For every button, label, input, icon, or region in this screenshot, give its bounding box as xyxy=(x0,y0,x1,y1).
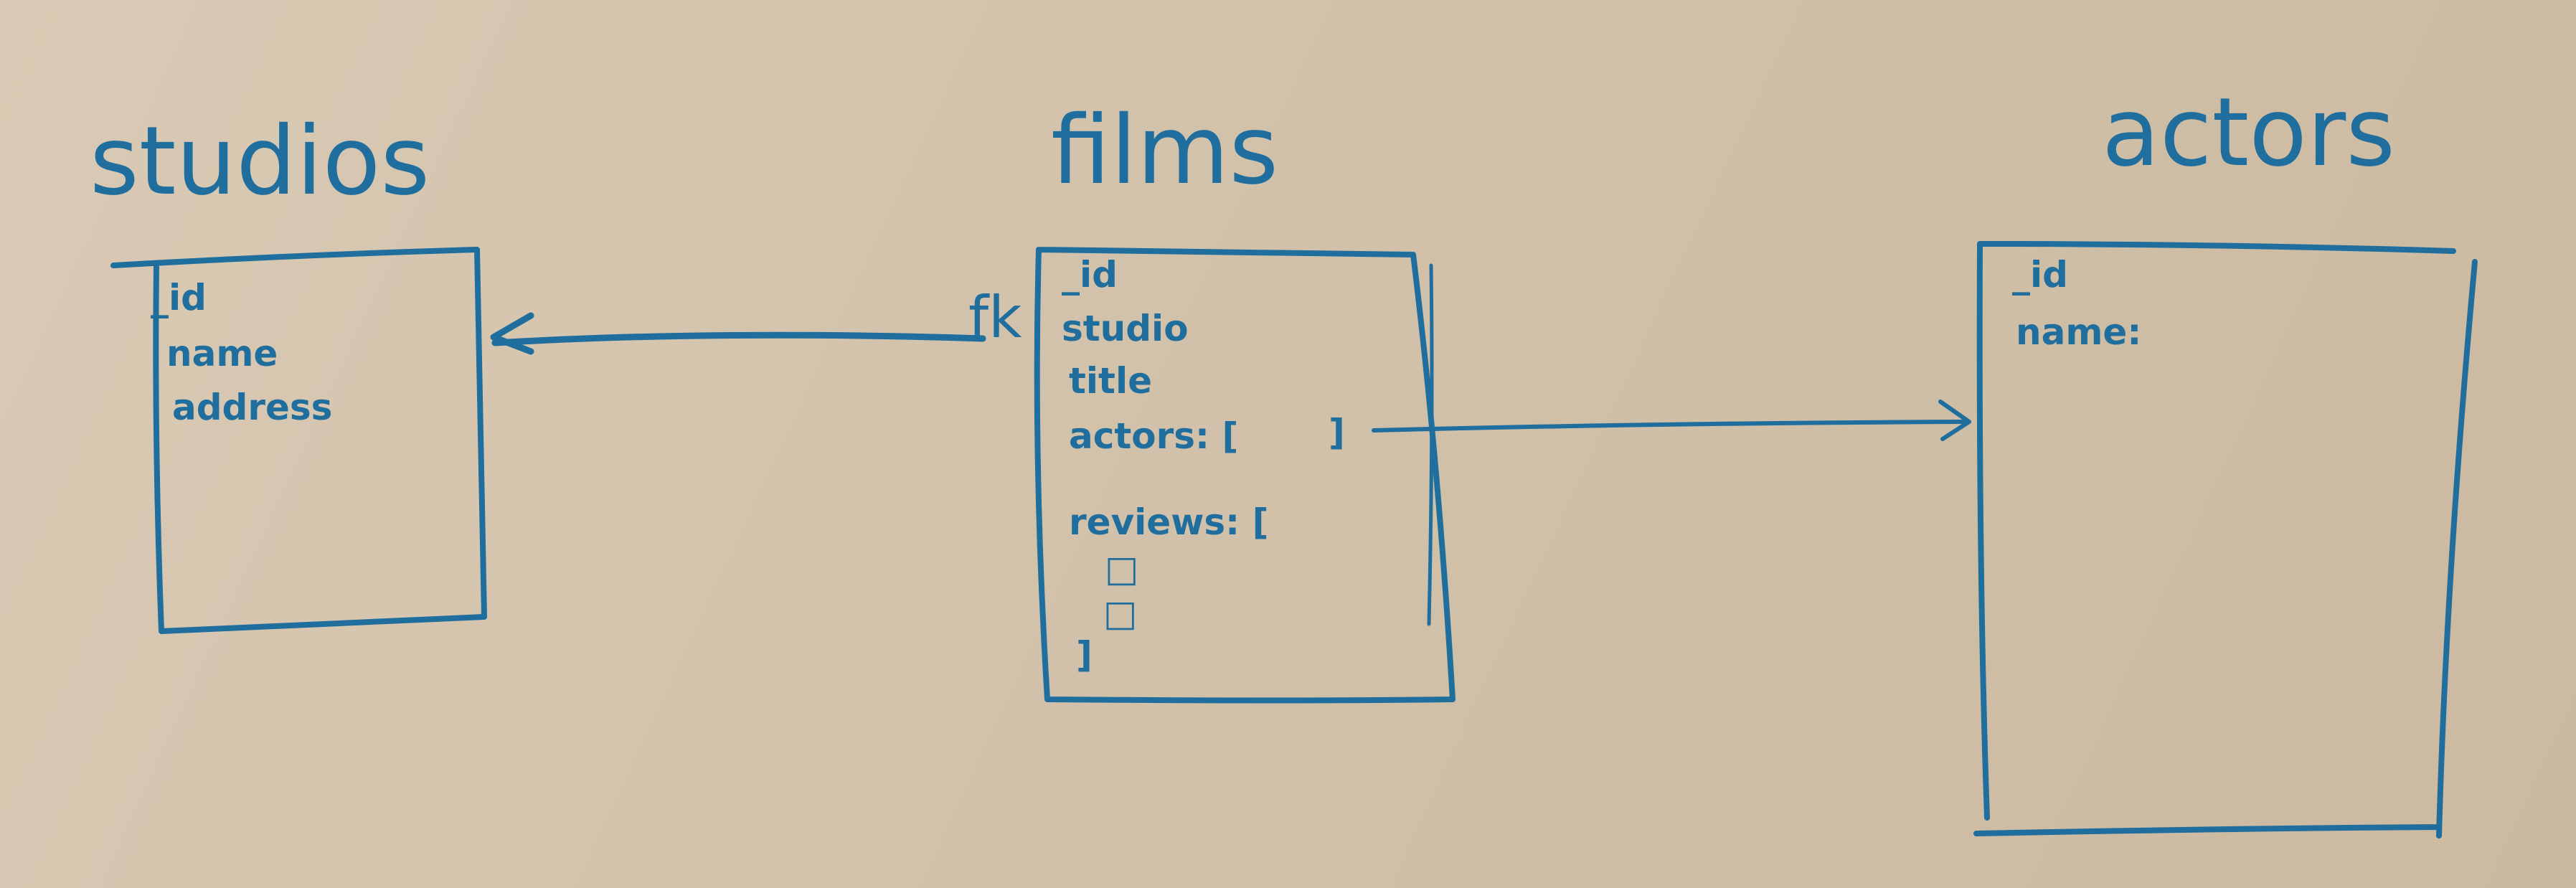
entity-studios: studios _id name address xyxy=(90,106,487,634)
films-field-studio: studio xyxy=(1062,308,1189,349)
films-title: films xyxy=(1051,95,1278,206)
films-review-item-1: □ xyxy=(1105,548,1138,590)
entity-films: films _id studio title actors: [ ] revie… xyxy=(1034,95,1456,704)
studios-field-id: _id xyxy=(151,277,207,318)
films-actors-close-bracket: ] xyxy=(1329,412,1345,453)
films-field-id: _id xyxy=(1062,254,1118,296)
films-review-item-2: □ xyxy=(1103,592,1137,634)
relation-films-to-actors xyxy=(1372,400,1971,441)
fk-arrow-line xyxy=(491,331,986,346)
films-field-reviews: reviews: [ xyxy=(1069,501,1268,543)
films-reviews-close-bracket: ] xyxy=(1076,634,1093,676)
studios-field-address: address xyxy=(172,387,332,428)
studios-box xyxy=(110,247,487,634)
actors-arrowhead xyxy=(1938,400,1971,441)
studios-title: studios xyxy=(90,106,430,217)
films-box xyxy=(1034,247,1456,704)
films-field-title: title xyxy=(1069,360,1152,402)
actors-arrow-line xyxy=(1372,420,1969,433)
studios-field-name: name xyxy=(166,333,278,374)
films-box-inner-line xyxy=(1427,263,1434,626)
films-field-actors: actors: [ xyxy=(1069,415,1238,457)
actors-box xyxy=(1973,241,2478,839)
fk-arrowhead xyxy=(490,312,534,355)
actors-field-name: name: xyxy=(2016,311,2141,353)
entity-actors: actors _id name: xyxy=(1973,77,2478,839)
relation-films-to-studios: fk xyxy=(490,284,1022,355)
actors-field-id: _id xyxy=(2012,254,2068,296)
fk-label: fk xyxy=(968,284,1022,351)
actors-title: actors xyxy=(2102,77,2395,188)
